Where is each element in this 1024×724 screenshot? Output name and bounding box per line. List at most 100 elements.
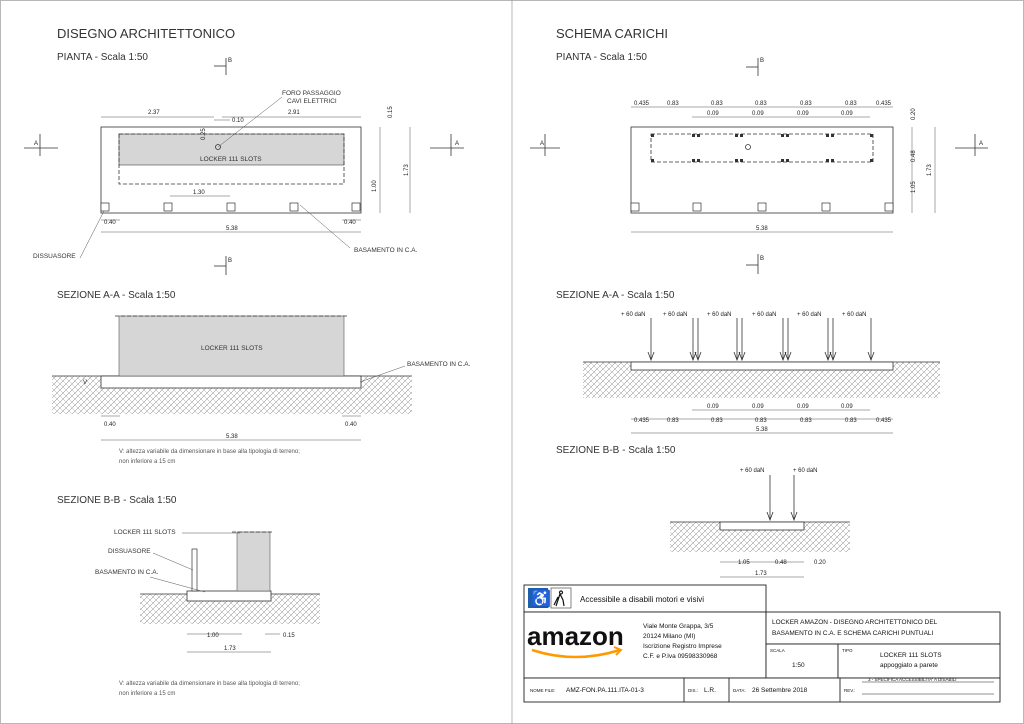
rp-top2-0: 0.09 <box>707 111 719 117</box>
rp-top2-2: 0.09 <box>797 111 809 117</box>
dim-173: 1.73 <box>404 164 410 176</box>
basamento-aa-label: BASAMENTO IN C.A. <box>407 361 471 368</box>
dissuasore-bb-label: DISSUASORE <box>108 548 151 555</box>
rp-d538: 5.38 <box>756 226 768 232</box>
plan-slab-left <box>100 126 362 214</box>
dim-538: 5.38 <box>226 226 238 232</box>
dim-291: 2.91 <box>288 110 300 116</box>
aa-bot2-3: 0.83 <box>755 418 767 424</box>
rp-top1-1: 0.83 <box>667 101 679 107</box>
left-sezbb-subtitle: SEZIONE B-B - Scala 1:50 <box>57 495 177 506</box>
plan-locker-outline-right <box>650 133 874 163</box>
svg-text:B: B <box>760 256 764 262</box>
bb-right-d048: 0.48 <box>775 560 787 566</box>
bb-right-d173: 1.73 <box>755 571 767 577</box>
aa-bot1-0: 0.09 <box>707 404 719 410</box>
aa-bot1-3: 0.09 <box>841 404 853 410</box>
slab-aa-left <box>100 375 362 389</box>
right-pianta-subtitle: PIANTA - Scala 1:50 <box>556 52 647 63</box>
aa-bot2-0: 0.435 <box>634 418 650 424</box>
rp-top1-5: 0.83 <box>845 101 857 107</box>
aa-bot2-1: 0.83 <box>667 418 679 424</box>
dim-130: 1.30 <box>193 190 205 196</box>
dim-015: 0.15 <box>388 106 394 118</box>
section-mark-b-bottom: B <box>214 256 232 275</box>
section-mark-a-left: A <box>24 134 58 156</box>
slab-bb-right <box>719 521 805 531</box>
dissuasore-bb <box>191 548 198 592</box>
right-section-mark-b-top: B <box>746 58 764 76</box>
aa-load-3: + 60 daN <box>752 312 777 318</box>
load-points-plan <box>651 134 873 162</box>
section-mark-a-right: A <box>430 134 464 156</box>
aa-bot1-2: 0.09 <box>797 404 809 410</box>
foro-label-1: FORO PASSAGGIO <box>282 90 341 97</box>
rp-d173: 1.73 <box>927 164 933 176</box>
bb-load-1: + 60 daN <box>793 468 818 474</box>
rp-top1-0: 0.435 <box>634 101 650 107</box>
load-arrows-bb <box>766 475 798 522</box>
plan-locker-left <box>118 133 345 166</box>
locker-aa-left <box>118 315 345 377</box>
bb-dim-100: 1.00 <box>207 633 219 639</box>
plan-slab-right <box>630 126 894 214</box>
locker-aa-label: LOCKER 111 SLOTS <box>201 345 263 352</box>
data-label: DATA: <box>733 688 746 693</box>
locker-bb-left <box>236 531 271 592</box>
slab-bb-left <box>186 590 272 602</box>
aa-load-4: + 60 daN <box>797 312 822 318</box>
slab-aa-right <box>630 361 894 371</box>
right-section-mark-a-right: A <box>955 134 988 156</box>
right-section-mark-b-bottom: B <box>746 254 764 274</box>
dim-100: 1.00 <box>372 180 378 192</box>
aa-dim-040a: 0.40 <box>104 422 116 428</box>
right-title: SCHEMA CARICHI <box>556 26 668 41</box>
section-mark-b-top: B <box>214 58 232 75</box>
right-sezaa-subtitle: SEZIONE A-A - Scala 1:50 <box>556 290 675 301</box>
cable-hole <box>215 144 221 150</box>
blind-person-glyph <box>553 590 565 607</box>
svg-text:A: A <box>455 141 459 147</box>
amazon-logo: amazon <box>527 621 624 651</box>
dissuasore-label: DISSUASORE <box>33 253 76 260</box>
left-pianta-subtitle: PIANTA - Scala 1:50 <box>57 52 148 63</box>
rev-label: REV.: <box>844 688 855 693</box>
rp-d048: 0.48 <box>911 150 917 162</box>
addr-1: Viale Monte Grappa, 3/5 <box>643 623 714 630</box>
aa-bot1-1: 0.09 <box>752 404 764 410</box>
svg-text:A: A <box>540 141 544 147</box>
svg-text:B: B <box>228 258 232 264</box>
foro-label-2: CAVI ELETTRICI <box>287 98 337 105</box>
bb-note-1: V: altezza variabile da dimensionare in … <box>119 681 300 687</box>
aa-load-5: + 60 daN <box>842 312 867 318</box>
wheelchair-icon <box>528 588 548 608</box>
rp-top2-3: 0.09 <box>841 111 853 117</box>
svg-text:B: B <box>760 58 764 64</box>
bb-right-d020: 0.20 <box>814 560 826 566</box>
aa-load-0: + 60 daN <box>621 312 646 318</box>
dim-010: 0.10 <box>232 118 244 124</box>
rp-top2-1: 0.09 <box>752 111 764 117</box>
left-sezaa-subtitle: SEZIONE A-A - Scala 1:50 <box>57 290 176 301</box>
dim-040a: 0.40 <box>104 220 116 226</box>
svg-text:B: B <box>228 58 232 64</box>
dis-value: L.R. <box>704 687 716 694</box>
load-arrows-aa <box>647 318 875 362</box>
dim-237: 2.37 <box>148 110 160 116</box>
aa-right-d538: 5.38 <box>756 427 768 433</box>
rp-top1-3: 0.83 <box>755 101 767 107</box>
aa-load-2: + 60 daN <box>707 312 732 318</box>
scala-value: 1:50 <box>792 662 805 669</box>
basamento-bb-label: BASAMENTO IN C.A. <box>95 569 159 576</box>
rp-top1-6: 0.435 <box>876 101 892 107</box>
plan-locker-label: LOCKER 111 SLOTS <box>200 156 262 163</box>
bb-dim-173: 1.73 <box>224 646 236 652</box>
scala-label: SCALA <box>770 648 785 653</box>
addr-2: 20124 Milano (MI) <box>643 633 695 640</box>
data-value: 26 Settembre 2018 <box>752 687 808 694</box>
addr-3: Iscrizione Registro Imprese <box>643 643 722 650</box>
aa-bot2-2: 0.83 <box>711 418 723 424</box>
plan-bollards-left <box>100 202 361 212</box>
desc-2: BASAMENTO IN C.A. E SCHEMA CARICHI PUNTU… <box>772 630 934 637</box>
aa-bot2-6: 0.435 <box>876 418 892 424</box>
